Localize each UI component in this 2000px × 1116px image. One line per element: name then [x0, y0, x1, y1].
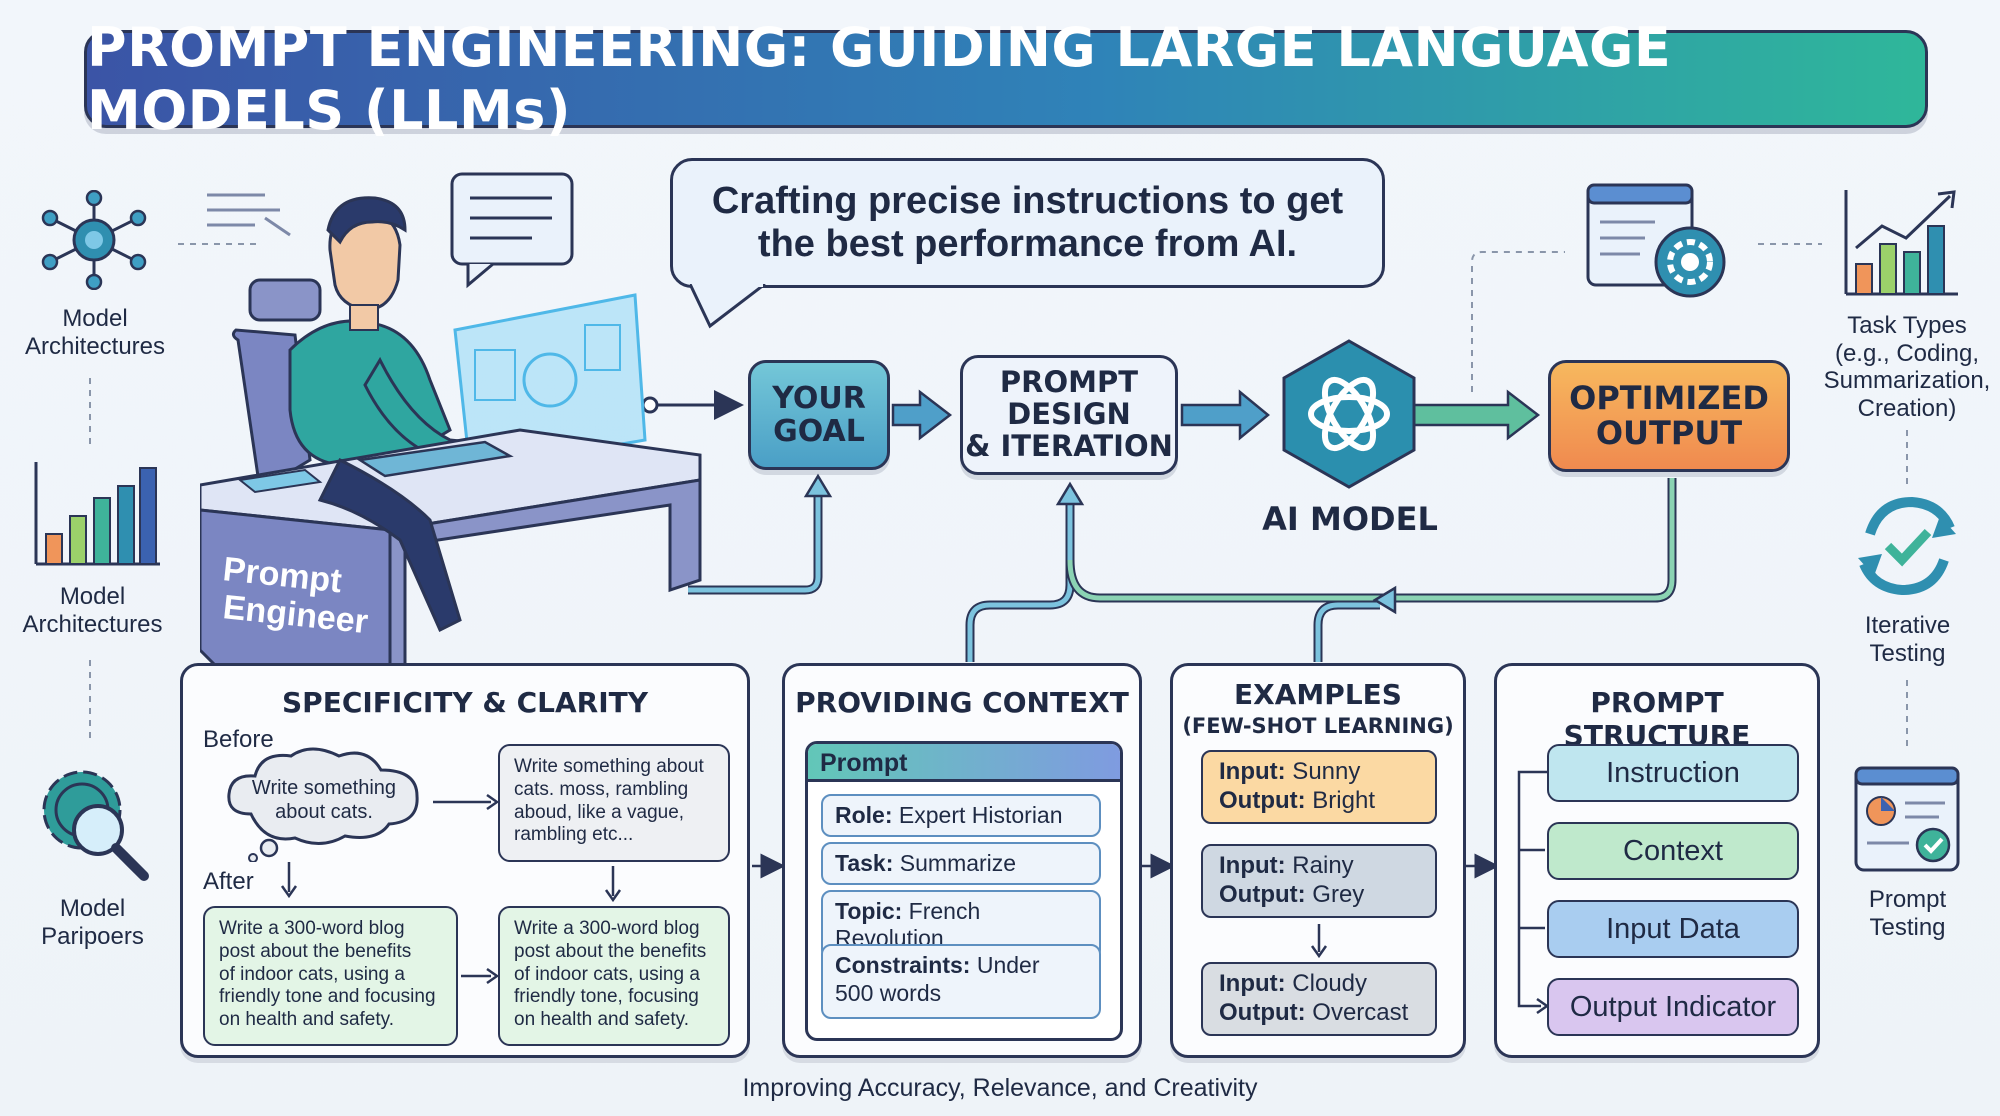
bracket-lines	[1517, 770, 1550, 1015]
thought-cloud-icon	[227, 747, 419, 862]
goal-box: YOUR GOAL	[748, 360, 890, 470]
examples-title: EXAMPLES	[1234, 678, 1402, 711]
left-sidebar-label-3: Model Paripoers	[41, 895, 144, 950]
structure-instruction: Instruction	[1547, 744, 1799, 802]
context-card: PROVIDING CONTEXT Prompt Role: Expert Hi…	[782, 663, 1142, 1058]
after-note-1: Write a 300-word blog post about the ben…	[203, 906, 458, 1046]
example-pair-2: Input: Rainy Output: Grey	[1201, 844, 1437, 918]
report-check-icon	[1854, 766, 1960, 872]
before-label: Before	[203, 726, 274, 753]
text-lines-icon	[207, 193, 291, 237]
before-cloud-text: Write something about cats.	[251, 777, 397, 823]
title-banner: PROMPT ENGINEERING: GUIDING LARGE LANGUA…	[84, 16, 1928, 142]
design-label: PROMPT DESIGN & ITERATION	[965, 365, 1173, 463]
growth-chart-icon	[1844, 190, 1958, 296]
context-field-task: Task: Summarize	[821, 842, 1101, 885]
arrow-icon	[461, 967, 499, 985]
before-note: Write something about cats. moss, rambli…	[498, 744, 730, 862]
structure-output-indicator: Output Indicator	[1547, 978, 1799, 1036]
after-label: After	[203, 868, 254, 895]
settings-window-icon	[1586, 183, 1726, 298]
gear-search-icon	[42, 770, 149, 881]
optimized-output-box: OPTIMIZED OUTPUT	[1548, 360, 1790, 472]
ai-model-label: AI MODEL	[1262, 500, 1438, 538]
down-arrow-icon	[604, 866, 622, 903]
left-sidebar-label-2: Model Architectures	[22, 583, 163, 638]
structure-context: Context	[1547, 822, 1799, 880]
down-arrow-icon	[1310, 924, 1328, 959]
context-title: PROVIDING CONTEXT	[795, 686, 1129, 719]
right-sidebar-label-1: Task Types (e.g., Coding, Summarization,…	[1823, 312, 1991, 422]
design-box: PROMPT DESIGN & ITERATION	[960, 355, 1178, 475]
goal-label: YOUR GOAL	[772, 381, 866, 449]
right-sidebar-label-2: Iterative Testing	[1864, 612, 1951, 667]
optimized-output-label: OPTIMIZED OUTPUT	[1569, 378, 1769, 452]
after-note-2: Write a 300-word blog post about the ben…	[498, 906, 730, 1046]
down-arrow-icon	[280, 862, 298, 899]
tagline-text: Crafting precise instructions to get the…	[711, 180, 1344, 265]
context-field-role: Role: Expert Historian	[821, 794, 1101, 837]
structure-card: PROMPT STRUCTURE Instruction Context Inp…	[1494, 663, 1820, 1058]
speech-tail	[690, 284, 766, 329]
page-title: PROMPT ENGINEERING: GUIDING LARGE LANGUA…	[87, 16, 1672, 142]
specificity-title: SPECIFICITY & CLARITY	[282, 686, 648, 719]
left-sidebar-label-1: Model Architectures	[24, 305, 166, 360]
chat-bubble-icon	[450, 172, 574, 289]
prompt-header: Prompt	[808, 744, 1120, 782]
context-field-constraints: Constraints: Under 500 words	[821, 944, 1101, 1019]
structure-input-data: Input Data	[1547, 900, 1799, 958]
tagline-speech-bubble: Crafting precise instructions to get the…	[670, 158, 1385, 288]
example-pair-3: Input: Cloudy Output: Overcast	[1201, 962, 1437, 1036]
ai-model-icon	[1282, 339, 1416, 489]
prompt-engineer-illustration: Prompt Engineer	[200, 196, 702, 665]
examples-subtitle: (FEW-SHOT LEARNING)	[1182, 714, 1454, 738]
example-pair-1: Input: Sunny Output: Bright	[1201, 750, 1437, 824]
specificity-card: SPECIFICITY & CLARITY Before Write somet…	[180, 663, 750, 1058]
structure-title: PROMPT STRUCTURE	[1563, 686, 1751, 752]
refresh-check-icon	[1858, 496, 1956, 596]
prompt-panel: Prompt Role: Expert Historian Task: Summ…	[805, 741, 1123, 1041]
arrow-icon	[433, 793, 500, 811]
bar-chart-icon	[34, 462, 160, 566]
network-icon	[41, 190, 147, 290]
examples-card: EXAMPLES (FEW-SHOT LEARNING) Input: Sunn…	[1170, 663, 1466, 1058]
footer-caption: Improving Accuracy, Relevance, and Creat…	[742, 1074, 1258, 1102]
right-sidebar-label-3: Prompt Testing	[1868, 886, 1947, 941]
